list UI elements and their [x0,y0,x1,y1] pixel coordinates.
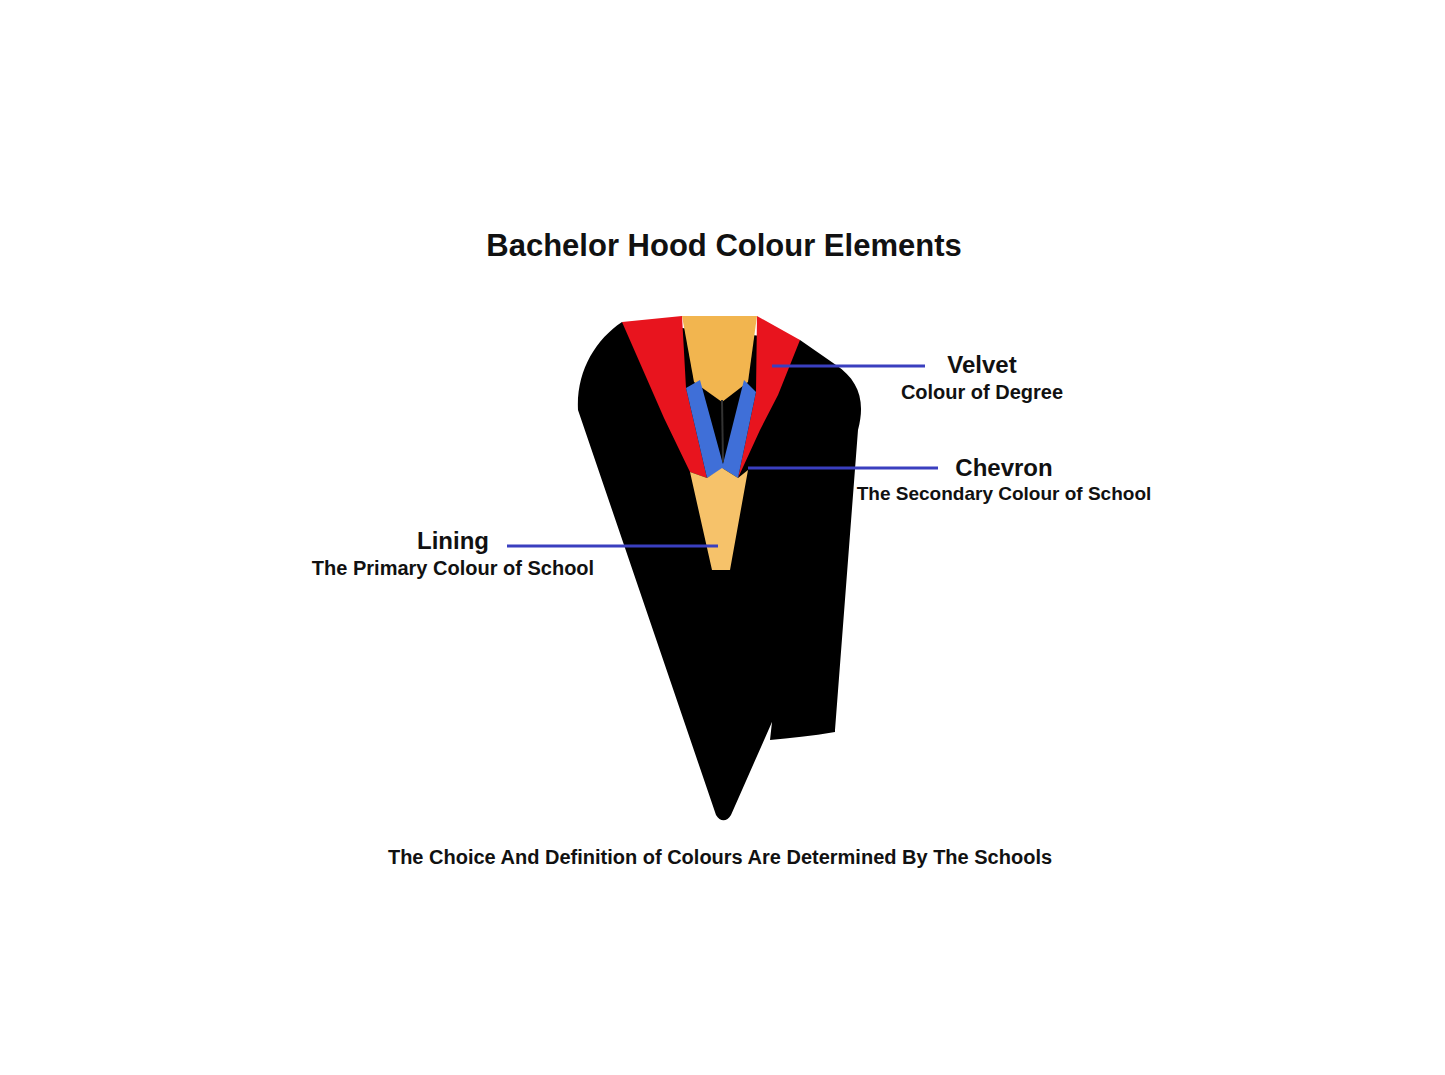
part-name: Velvet [947,351,1016,379]
leader-line [748,467,938,470]
diagram-title: Bachelor Hood Colour Elements [486,228,961,264]
lining-bottom [690,468,748,570]
part-name: Chevron [955,454,1052,482]
part-description: Colour of Degree [901,381,1063,404]
chevron-right [722,380,756,478]
hood-tail-curve [770,719,835,740]
part-description: The Secondary Colour of School [857,483,1152,505]
part-name: Lining [417,527,489,555]
leader-line [507,545,718,548]
diagram-caption: The Choice And Definition of Colours Are… [388,846,1052,869]
hood-cord [722,400,723,462]
part-description: The Primary Colour of School [312,557,594,580]
chevron-left [686,380,724,478]
leader-line [772,365,925,368]
